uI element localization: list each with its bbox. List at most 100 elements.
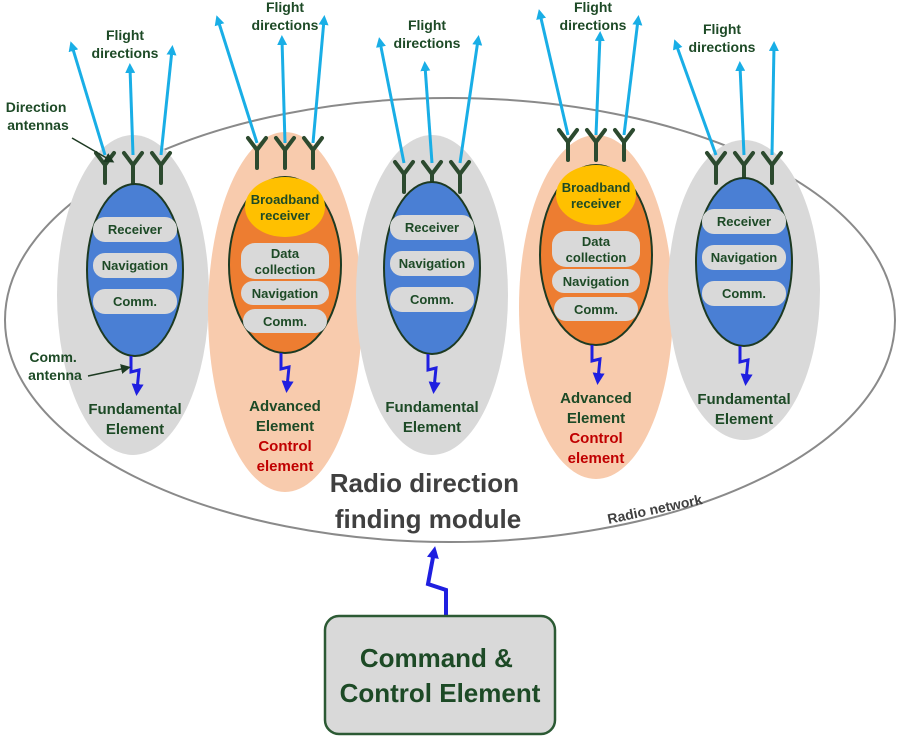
flight-direction-arrow xyxy=(376,37,406,164)
navigation-module xyxy=(93,253,177,278)
data-collection-label: collection xyxy=(255,262,316,277)
flight-directions-label: Flight xyxy=(703,21,741,37)
comm-antenna-link xyxy=(590,345,605,385)
element-name-label: Element xyxy=(403,419,461,436)
receiver-module-label: Receiver xyxy=(717,214,771,229)
flight-directions-label: Flight xyxy=(574,0,612,15)
flight-direction-arrow xyxy=(768,41,779,156)
fundamental-element-1: FlightdirectionsReceiverNavigationComm.F… xyxy=(57,27,209,455)
flight-direction-arrow xyxy=(458,35,483,164)
direction-antenna-icon xyxy=(613,128,635,162)
data-collection-label: Data xyxy=(582,234,611,249)
direction-antenna-icon xyxy=(705,151,727,185)
flight-directions-label: directions xyxy=(252,17,319,33)
navigation-module-label: Navigation xyxy=(399,256,466,271)
flight-directions-label: directions xyxy=(689,39,756,55)
flight-direction-arrow xyxy=(68,41,107,156)
element-name-label: Advanced xyxy=(249,398,321,415)
receiver-module-label: Receiver xyxy=(108,222,162,237)
direction-antenna-icon xyxy=(557,128,579,162)
control-element-label: element xyxy=(257,458,314,475)
flight-direction-arrow xyxy=(536,9,570,136)
flight-directions-label: directions xyxy=(560,17,627,33)
comm-module xyxy=(243,309,327,333)
advanced-element-4: FlightdirectionsBroadbandreceiverDatacol… xyxy=(519,0,673,479)
flight-directions-label: Flight xyxy=(408,17,446,33)
navigation-module-label: Navigation xyxy=(102,258,169,273)
flight-direction-arrow xyxy=(594,31,605,136)
direction-antenna-icon xyxy=(761,151,783,185)
flight-direction-arrow xyxy=(311,15,329,144)
comm-antenna-link xyxy=(738,346,753,386)
element-name-label: Fundamental xyxy=(88,401,181,418)
comm-module xyxy=(554,297,638,321)
direction-antenna-icon xyxy=(393,160,415,194)
flight-direction-arrow xyxy=(672,39,718,156)
element-name-label: Element xyxy=(567,410,625,427)
navigation-module xyxy=(241,281,329,305)
comm-antenna-link xyxy=(426,354,441,394)
command-uplink xyxy=(425,546,448,616)
flight-direction-arrow xyxy=(622,15,643,136)
element-name-label: Fundamental xyxy=(697,391,790,408)
direction-antennas-label: Direction antennas xyxy=(6,99,71,133)
broadband-receiver-module xyxy=(245,177,325,237)
comm-antenna-pointer xyxy=(87,364,131,377)
flight-direction-arrow xyxy=(735,61,746,156)
element-name-label: Fundamental xyxy=(385,399,478,416)
direction-antenna-icon xyxy=(585,128,607,162)
comm-module-label: Comm. xyxy=(722,286,766,301)
receiver-module-label: Receiver xyxy=(405,220,459,235)
navigation-module xyxy=(390,251,474,276)
broadband-receiver-label: Broadband xyxy=(562,180,631,195)
module-title: Radio direction finding module xyxy=(330,468,526,534)
navigation-module xyxy=(552,269,640,293)
receiver-module xyxy=(702,209,786,234)
radio-network-ellipse xyxy=(4,97,896,543)
navigation-label: Navigation xyxy=(252,286,319,301)
comm-module xyxy=(390,287,474,312)
direction-antenna-icon xyxy=(150,151,172,185)
element-name-label: Advanced xyxy=(560,390,632,407)
comm-antenna-link xyxy=(279,353,294,393)
fundamental-element-5: FlightdirectionsReceiverNavigationComm.F… xyxy=(668,21,820,440)
comm-module xyxy=(93,289,177,314)
advanced-element-2: Flight directionsBroadbandreceiverDatacol… xyxy=(208,0,362,492)
direction-antenna-icon xyxy=(246,136,268,170)
comm-module-label: Comm. xyxy=(410,292,454,307)
radio-network-label: Radio network xyxy=(606,491,704,527)
flight-directions-label: directions xyxy=(92,45,159,61)
element-name-label: Element xyxy=(256,418,314,435)
flight-direction-arrow xyxy=(125,63,136,156)
comm-label: Comm. xyxy=(263,314,307,329)
comm-module xyxy=(702,281,786,306)
direction-antenna-icon xyxy=(274,136,296,170)
control-element-label: Control xyxy=(258,438,311,455)
direction-antenna-icon xyxy=(122,151,144,185)
broadband-receiver-label: receiver xyxy=(571,196,621,211)
flight-direction-arrow xyxy=(277,35,288,144)
elements-layer: FlightdirectionsReceiverNavigationComm.F… xyxy=(57,0,820,492)
data-collection-module xyxy=(241,243,329,279)
command-control-label: Command & Control Element xyxy=(340,643,541,708)
control-element-label: element xyxy=(568,450,625,467)
flight-directions-label: Flight xyxy=(266,0,304,15)
comm-antenna-label: Comm. antenna xyxy=(28,349,82,383)
comm-antenna-link xyxy=(129,356,144,396)
broadband-receiver-label: Broadband xyxy=(251,192,320,207)
navigation-label: Navigation xyxy=(563,274,630,289)
data-collection-module xyxy=(552,231,640,267)
flight-directions-label: directions xyxy=(394,35,461,51)
receiver-module xyxy=(390,215,474,240)
direction-antenna-icon xyxy=(302,136,324,170)
command-control-box xyxy=(323,614,557,736)
broadband-receiver-label: receiver xyxy=(260,208,310,223)
navigation-module xyxy=(702,245,786,270)
data-collection-label: Data xyxy=(271,246,300,261)
broadband-receiver-module xyxy=(556,165,636,225)
receiver-module xyxy=(93,217,177,242)
element-name-label: Element xyxy=(715,411,773,428)
